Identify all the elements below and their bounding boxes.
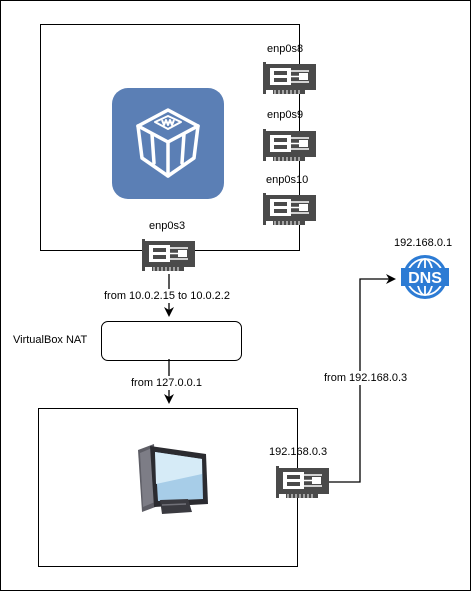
nat-label: VirtualBox NAT [13,334,88,346]
nic-enp0s9-icon [262,128,317,162]
dns-globe-icon: DNS [401,255,449,299]
virtualbox-logo-icon [112,88,224,199]
nic-enp0s3-icon [141,238,196,272]
nat-box [101,321,242,361]
edge-label-host-to-dns: from 192.168.0.3 [324,372,408,384]
nic-enp0s8-icon [262,61,317,95]
edge-label-guest-to-nat: from 10.0.2.15 to 10.0.2.2 [104,290,230,302]
nic-label-enp0s10: enp0s10 [266,174,309,186]
nic-label-enp0s9: enp0s9 [267,109,304,121]
nic-label-enp0s8: enp0s8 [267,43,304,55]
nic-enp0s10-icon [262,192,317,226]
nic-host-icon [275,465,330,499]
nic-label-host: 192.168.0.3 [269,446,328,458]
edge-label-nat-to-host: from 127.0.0.1 [131,377,202,389]
host-computer-icon [138,444,208,514]
dns-icon-text: DNS [408,270,442,287]
nic-label-enp0s3: enp0s3 [149,220,186,232]
dns-address-label: 192.168.0.1 [394,237,453,249]
